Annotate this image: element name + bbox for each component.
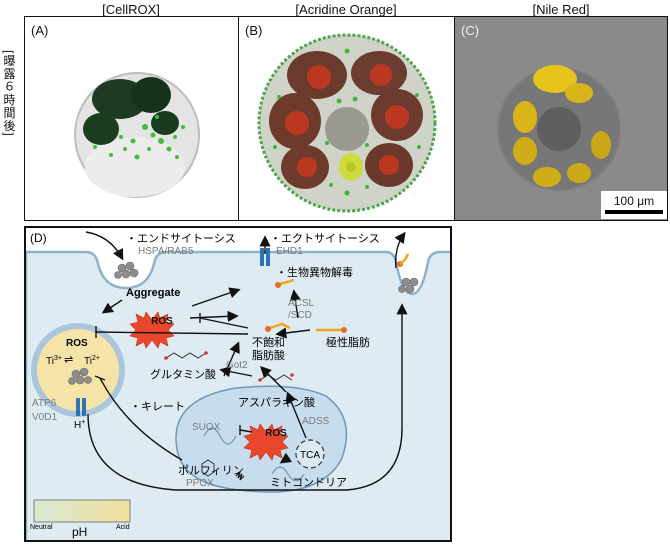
glutamate-label: グルタミン酸 [150,367,216,381]
mechanism-diagram: ・エンドサイトーシス HSPA/RAB5 ・エクトサイトーシス EHD1 ・生物… [26,231,450,540]
ros-label-mitochondria: ROS [265,428,287,439]
v-atpase-transporter [76,398,80,416]
endocytosis-label: ・エンドサイトーシス [126,232,236,245]
panel-a: (A) [24,16,239,221]
aggregate-label: Aggregate [126,287,180,299]
ros-burst-mitochondria [243,423,289,461]
ph-gradient-bar [33,499,131,523]
proton-label: H+ [74,419,85,431]
ph-neutral-label: Neutral [30,524,53,531]
ros-label-cytoplasm: ROS [151,316,173,327]
atp6-label: ATP6 [32,398,57,409]
endocytosis-genes: HSPA/RAB5 [138,246,194,257]
ros-burst-cytoplasm [129,311,175,349]
ti2-label: Ti2+ [84,355,100,367]
scd-label: /SCD [288,310,312,321]
exocytosis-gene: EHD1 [276,246,303,257]
exocytosis-label: ・エクトサイトーシス [270,232,380,245]
header-acridine-orange: [Acridine Orange] [295,2,397,17]
equilibrium-arrows: ⇌ [64,354,73,366]
scale-bar-line [605,210,663,214]
polar-lipid-label: 極性脂肪 [326,335,370,349]
panel-a-label: (A) [31,23,49,38]
acsl-label: ACSL [288,298,315,309]
ppox-label: PPOX [186,478,214,489]
panel-b: (B) [238,16,455,221]
tca-label: TCA [300,450,320,461]
header-nile-red: [Nile Red] [532,2,590,17]
scale-bar [601,191,667,219]
header-cellrox: [CellROX] [102,2,160,17]
aspartate-label: アスパラギン酸 [238,395,315,409]
ph-acid-label: Acid [116,524,130,531]
porphyrin-label: ポルフィリン [178,464,244,477]
acridine-orange-micrograph [257,33,437,213]
tca-cycle [295,439,325,469]
panel-c-label: (C) [461,23,480,38]
unsaturated-fa-line1: 不飽和 [252,335,285,349]
aggregate-particles [68,261,419,385]
ehd1-transporter [260,248,264,266]
mitochondria-label: ミトコンドリア [270,477,347,489]
suox-label: SUOX [192,422,221,433]
ros-label-lysosome: ROS [66,338,88,349]
unsaturated-fa-line2: 脂肪酸 [252,348,285,362]
nile-red-micrograph [497,65,621,191]
panel-d-label: (D) [30,231,47,245]
cellrox-micrograph [74,72,200,198]
ph-label: pH [72,525,87,539]
ti3-label: Ti3+ [46,355,62,367]
scale-bar-label: 100 μm [613,194,655,208]
panel-d: ・エンドサイトーシス HSPA/RAB5 ・エクトサイトーシス EHD1 ・生物… [24,226,452,542]
panel-c: (C) 100 μm [454,16,668,221]
panel-b-label: (B) [245,23,263,38]
exposure-time-label: [曝露６時間後] [2,50,16,137]
got2-label: Got2 [226,360,248,371]
adss-label: ADSS [302,416,330,427]
chelate-label: ・キレート [130,401,185,413]
lipid-molecules [269,278,342,332]
v0d1-label: V0D1 [32,412,57,423]
detox-label: ・生物異物解毒 [276,265,353,279]
